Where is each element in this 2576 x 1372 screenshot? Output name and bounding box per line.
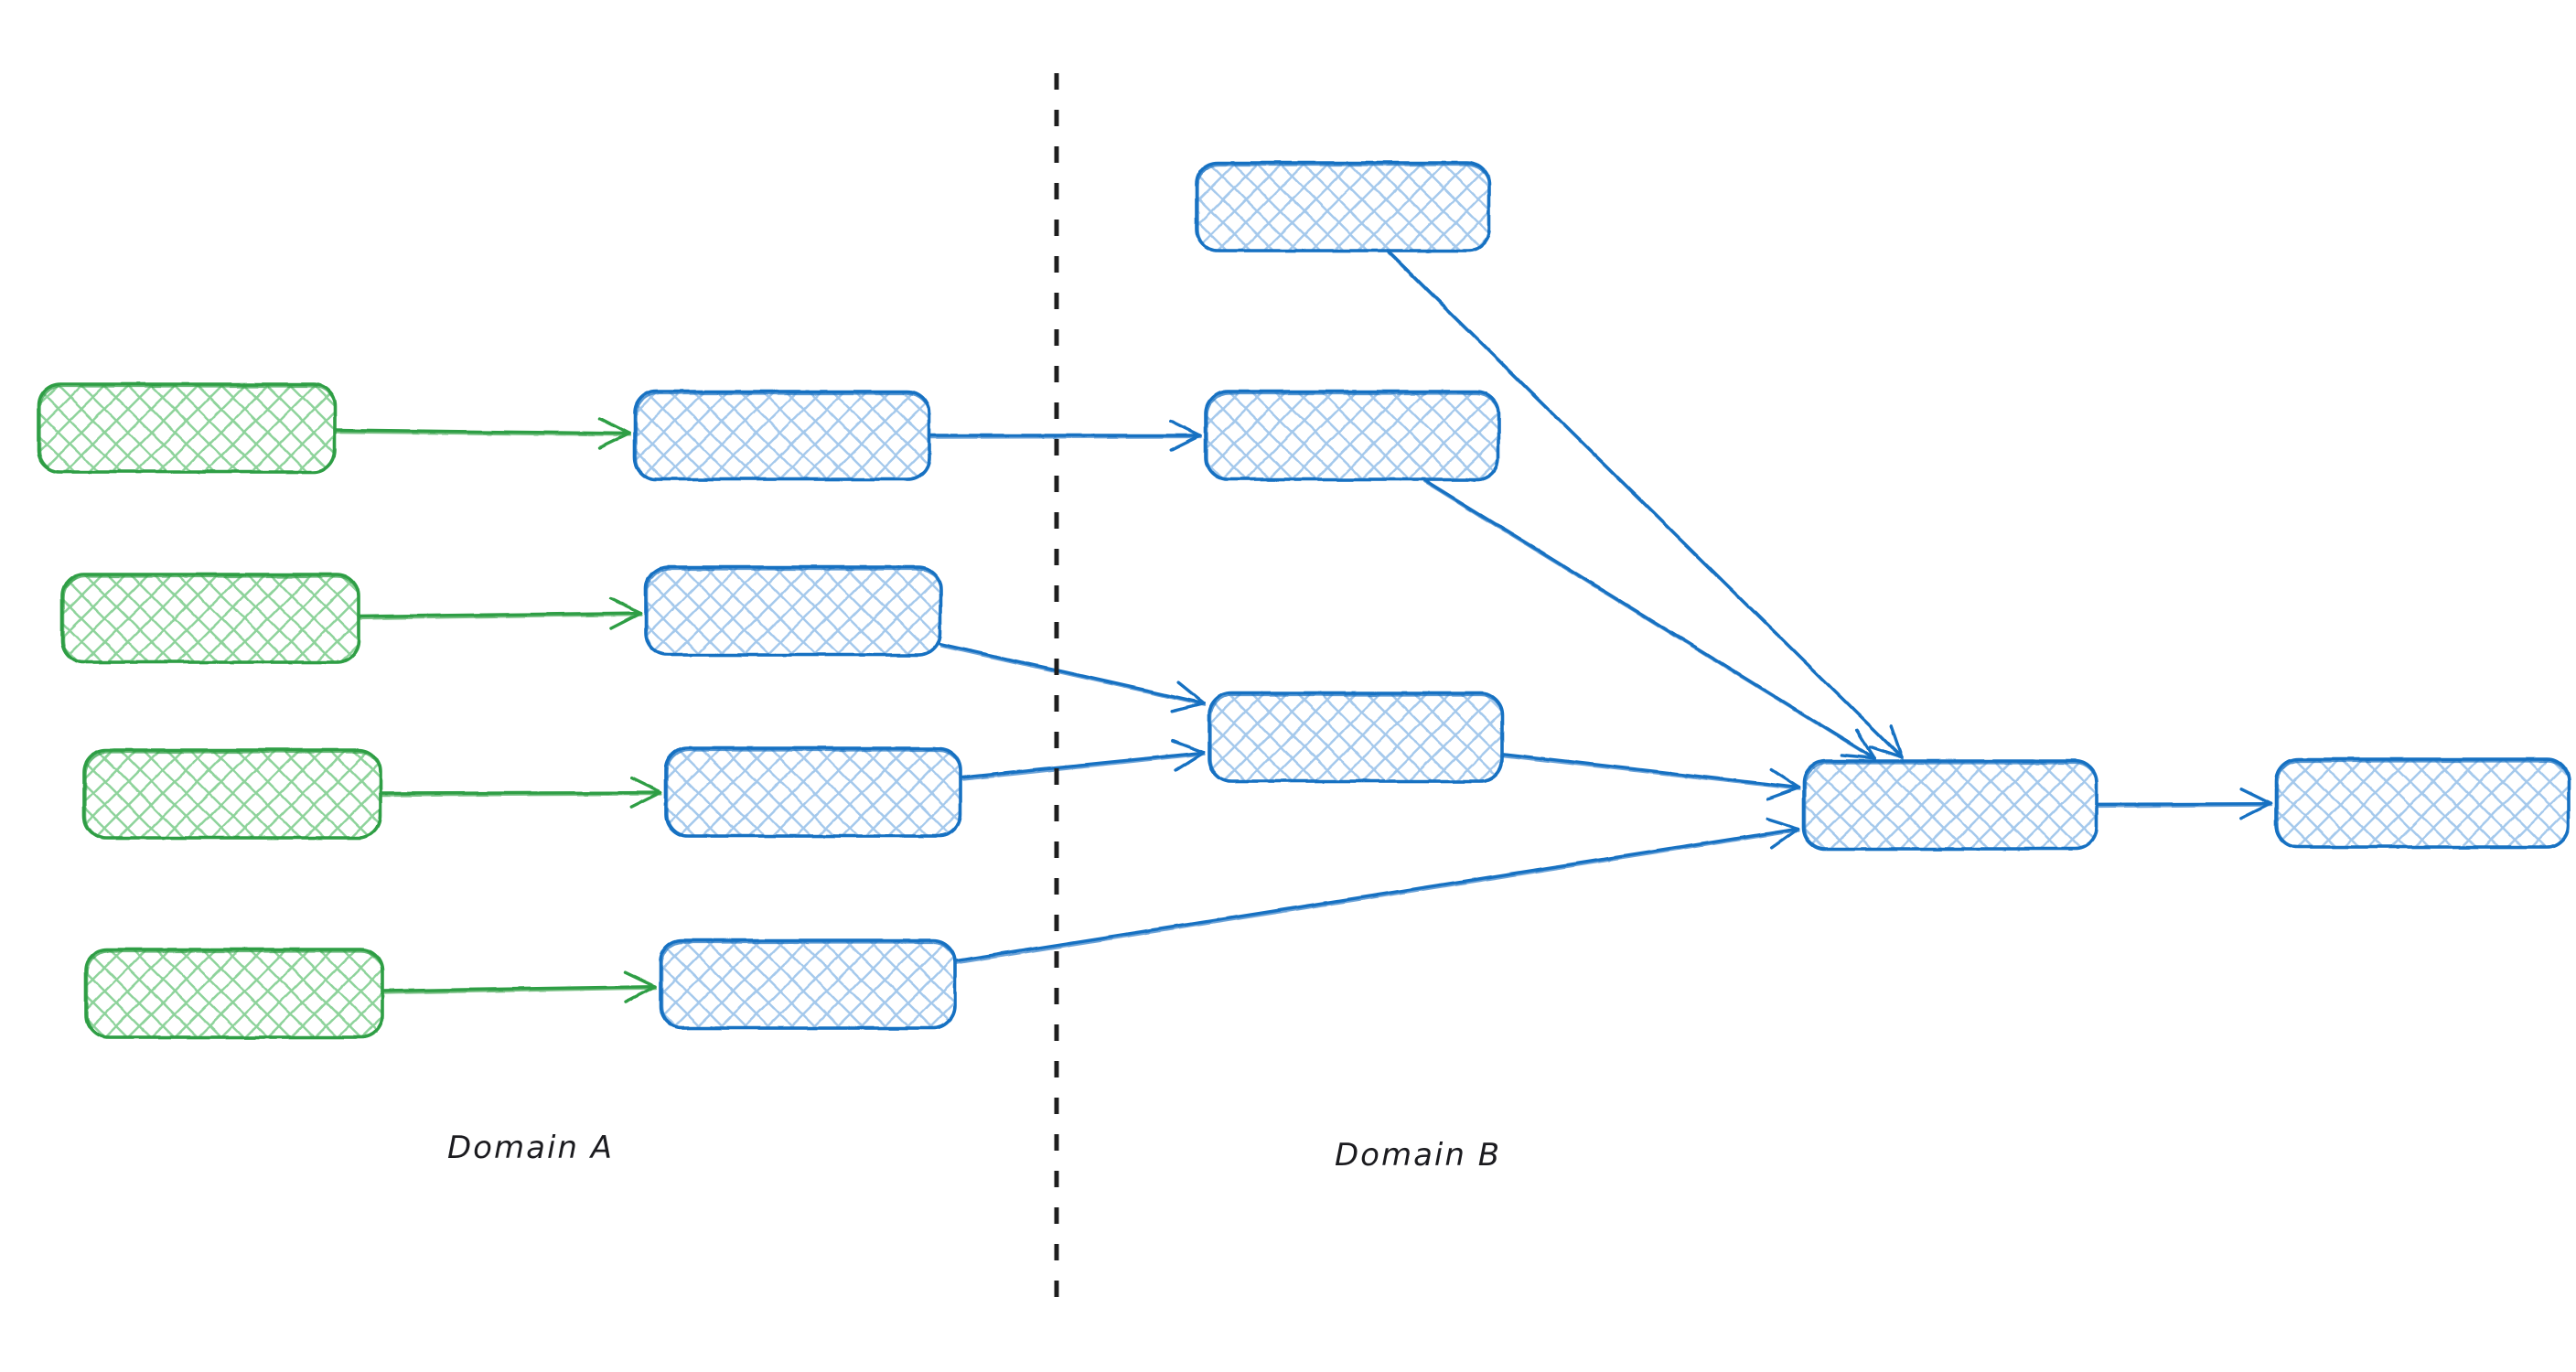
- node-a-src-4[interactable]: [84, 948, 384, 1039]
- edge-e2: [357, 596, 643, 630]
- node-b-hub[interactable]: [1802, 759, 2098, 851]
- edge-e7: [959, 739, 1207, 781]
- domain-b-label: Domain B: [1334, 1137, 1502, 1174]
- edge-e8: [953, 817, 1801, 965]
- edge-layer: [333, 249, 2273, 1003]
- node-a-proc-2[interactable]: [644, 565, 942, 657]
- node-a-proc-4[interactable]: [659, 938, 957, 1030]
- edge-e10: [1422, 477, 1877, 761]
- node-b-mid-1[interactable]: [1204, 390, 1500, 481]
- node-a-src-3[interactable]: [82, 748, 382, 840]
- domain-a-label: Domain A: [447, 1130, 614, 1166]
- edge-e5: [928, 419, 1203, 452]
- edge-e9: [1386, 249, 1905, 760]
- edge-e11: [1500, 752, 1801, 801]
- edge-e1: [333, 416, 632, 450]
- edge-e6: [939, 642, 1207, 713]
- node-a-proc-3[interactable]: [664, 746, 962, 838]
- edge-e4: [381, 970, 658, 1003]
- node-layer: [37, 161, 2571, 1039]
- node-b-out[interactable]: [2274, 757, 2571, 849]
- edge-e12: [2095, 788, 2273, 820]
- node-a-src-2[interactable]: [60, 573, 360, 664]
- node-b-top[interactable]: [1195, 161, 1491, 252]
- edge-e3: [379, 776, 663, 809]
- node-a-src-1[interactable]: [37, 382, 337, 474]
- node-b-mid-2[interactable]: [1208, 691, 1504, 783]
- node-a-proc-1[interactable]: [633, 390, 931, 481]
